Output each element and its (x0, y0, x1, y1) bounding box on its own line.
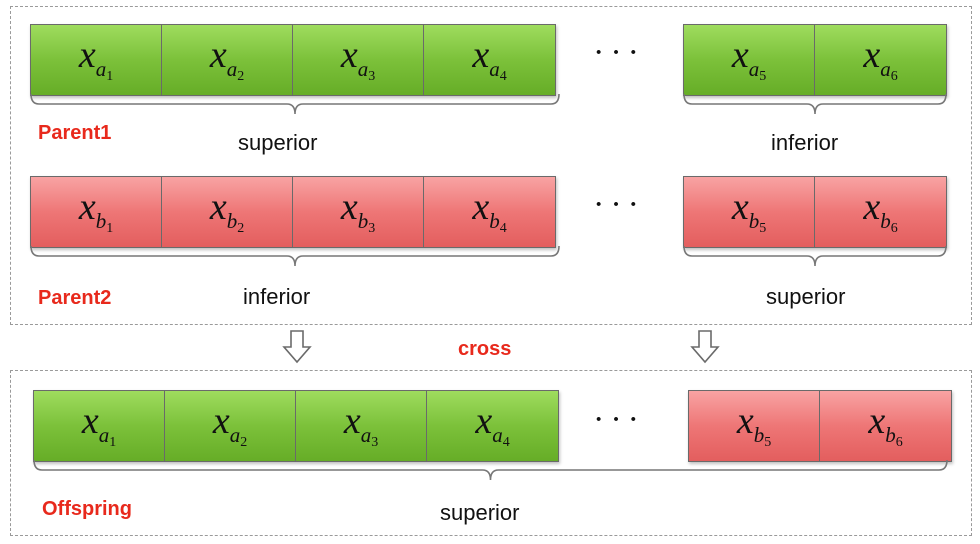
offspring-left-segment: xa1 xa2 xa3 xa4 (33, 390, 559, 462)
gene-variable: xb3 (340, 186, 376, 236)
gene-cell: xa1 (34, 391, 165, 461)
gene-variable: xa4 (475, 400, 510, 450)
parents-frame (10, 6, 972, 325)
gene-cell: xa4 (427, 391, 558, 461)
parent1-left-segment: xa1 xa2 xa3 xa4 (30, 24, 556, 96)
parent2-inferior-brace (30, 245, 560, 267)
parent2-superior-label: superior (766, 284, 846, 309)
parent2-superior-brace (683, 245, 947, 267)
gene-variable: xb5 (731, 186, 767, 236)
parent1-label: Parent1 (38, 122, 112, 144)
parent2-label: Parent2 (38, 287, 112, 309)
gene-variable: xb6 (868, 400, 903, 450)
down-arrow-icon (282, 330, 312, 364)
gene-cell: xb4 (424, 177, 555, 247)
gene-cell: xa3 (293, 25, 424, 95)
gene-variable: xb1 (78, 186, 114, 236)
gene-cell: xa2 (165, 391, 296, 461)
offspring-right-segment: xb5 xb6 (688, 390, 952, 462)
offspring-label: Offspring (42, 498, 132, 520)
gene-cell: xb6 (815, 177, 946, 247)
gene-cell: xb5 (689, 391, 820, 461)
gene-variable: xa6 (863, 34, 898, 84)
gene-variable: xa1 (81, 400, 117, 450)
gene-variable: xa2 (209, 34, 245, 84)
gene-variable: xb2 (209, 186, 245, 236)
gene-variable: xa1 (78, 34, 114, 84)
gene-cell: xb5 (684, 177, 815, 247)
gene-cell: xa2 (162, 25, 293, 95)
offspring-superior-label: superior (440, 500, 520, 525)
offspring-ellipsis: ··· (593, 401, 645, 438)
parent1-superior-label: superior (238, 130, 318, 155)
gene-variable: xb4 (472, 186, 507, 236)
gene-cell: xa3 (296, 391, 427, 461)
gene-cell: xa4 (424, 25, 555, 95)
parent1-inferior-brace (683, 93, 947, 115)
parent2-inferior-label: inferior (243, 284, 311, 309)
parent1-superior-brace (30, 93, 560, 115)
parent2-right-segment: xb5 xb6 (683, 176, 947, 248)
gene-variable: xa4 (472, 34, 507, 84)
parent1-inferior-label: inferior (771, 130, 839, 155)
parent1-ellipsis: ··· (593, 34, 645, 71)
gene-cell: xb1 (31, 177, 162, 247)
parent2-ellipsis: ··· (593, 186, 645, 223)
offspring-frame (10, 370, 972, 536)
gene-variable: xb5 (736, 400, 772, 450)
parent1-right-segment: xa5 xa6 (683, 24, 947, 96)
gene-variable: xb6 (863, 186, 898, 236)
gene-cell: xa1 (31, 25, 162, 95)
down-arrow-icon (690, 330, 720, 364)
gene-variable: xa3 (340, 34, 376, 84)
gene-variable: xa3 (343, 400, 379, 450)
cross-label: cross (458, 338, 512, 360)
offspring-superior-brace (33, 459, 948, 481)
gene-cell: xa6 (815, 25, 946, 95)
parent2-left-segment: xb1 xb2 xb3 xb4 (30, 176, 556, 248)
gene-variable: xa2 (212, 400, 248, 450)
gene-variable: xa5 (731, 34, 767, 84)
gene-cell: xb6 (820, 391, 951, 461)
gene-cell: xb3 (293, 177, 424, 247)
gene-cell: xb2 (162, 177, 293, 247)
gene-cell: xa5 (684, 25, 815, 95)
